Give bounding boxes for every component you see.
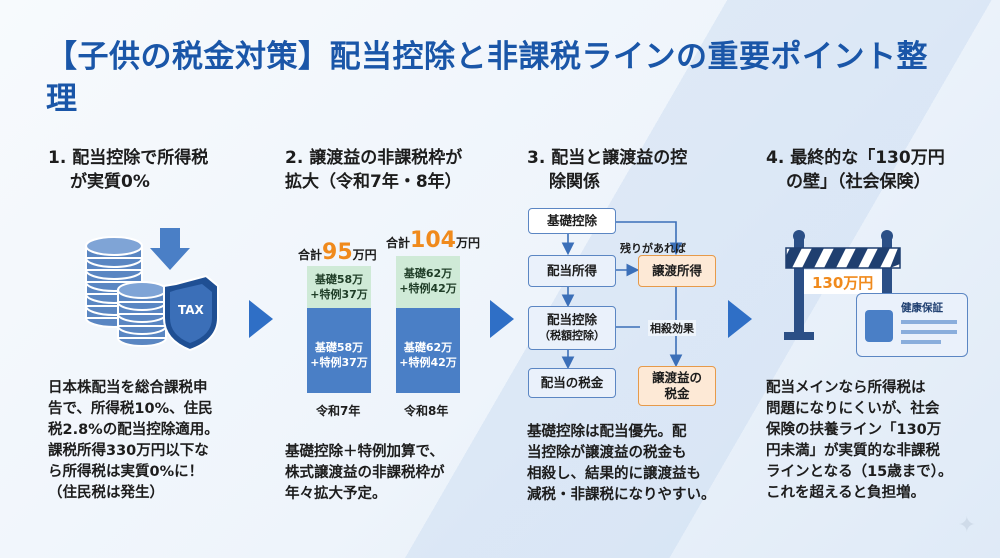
insurance-card-icon: 健康保証 bbox=[856, 293, 968, 357]
column-3-body: 基礎控除は配当優先。配 当控除が譲渡益の税金も 相殺し、結果的に譲渡益も 減税・… bbox=[527, 424, 716, 503]
sparkle-icon: ✦ bbox=[957, 513, 976, 538]
bar-1-year: 令和7年 bbox=[316, 404, 361, 418]
flow-dividend-deduction: 配当控除 （税額控除） bbox=[528, 306, 616, 350]
flow-transfer-tax: 譲渡益の 税金 bbox=[638, 366, 716, 406]
flow-dividend-income: 配当所得 bbox=[528, 255, 616, 287]
flow-if-remaining-label: 残りがあれば bbox=[620, 242, 686, 255]
bar-2-top-segment: 基礎62万 +特例42万 bbox=[396, 256, 460, 308]
column-2-heading: 2. 譲渡益の非課税枠が 拡大（令和7年・8年） bbox=[285, 148, 463, 192]
card-label: 健康保証 bbox=[901, 302, 943, 314]
bar-2-total: 合計104万円 bbox=[386, 228, 480, 253]
column-2-body: 基礎控除＋特例加算で、 株式譲渡益の非課税枠が 年々拡大予定。 bbox=[285, 444, 445, 502]
flow-offset-label: 相殺効果 bbox=[648, 320, 696, 336]
barrier-label: 130万円 bbox=[812, 274, 874, 292]
bar-1-total: 合計95万円 bbox=[298, 240, 377, 265]
flow-dividend-tax: 配当の税金 bbox=[528, 368, 616, 398]
column-1-body: 日本株配当を総合課税申 告で、所得税10%、住民 税2.8%の配当控除適用。 課… bbox=[48, 380, 219, 501]
column-3-heading: 3. 配当と譲渡益の控 除関係 bbox=[527, 148, 688, 192]
column-4: 4. 最終的な「130万円 の壁」（社会保険） bbox=[766, 146, 976, 194]
coins-tax-shield-icon bbox=[85, 228, 219, 352]
column-3: 3. 配当と譲渡益の控 除関係 bbox=[527, 146, 737, 194]
column-2: 2. 譲渡益の非課税枠が 拡大（令和7年・8年） bbox=[285, 146, 495, 194]
right-arrow-icon bbox=[490, 300, 514, 338]
column-1-heading: 1. 配当控除で所得税 が実質0% bbox=[48, 148, 209, 192]
column-4-body: 配当メインなら所得税は 問題になりにくいが、社会 保険の扶養ライン「130万 円… bbox=[766, 380, 953, 501]
flow-basic-deduction: 基礎控除 bbox=[528, 208, 616, 234]
bar-2-bottom-segment: 基礎62万 +特例42万 bbox=[396, 308, 460, 393]
bar-1-top-segment: 基礎58万 +特例37万 bbox=[307, 266, 371, 308]
bar-1-bottom-segment: 基礎58万 +特例37万 bbox=[307, 308, 371, 393]
flow-transfer-income: 譲渡所得 bbox=[638, 255, 716, 287]
barrier-icon bbox=[784, 230, 902, 340]
column-4-heading: 4. 最終的な「130万円 の壁」（社会保険） bbox=[766, 148, 945, 192]
right-arrow-icon bbox=[249, 300, 273, 338]
tax-icon-label: TAX bbox=[178, 303, 204, 317]
column-1: 1. 配当控除で所得税 が実質0% bbox=[48, 146, 258, 194]
person-icon bbox=[865, 310, 893, 342]
bar-2-year: 令和8年 bbox=[404, 404, 449, 418]
page-title: 【子供の税金対策】配当控除と非課税ラインの重要ポイント整理 bbox=[46, 39, 928, 117]
right-arrow-icon bbox=[728, 300, 752, 338]
